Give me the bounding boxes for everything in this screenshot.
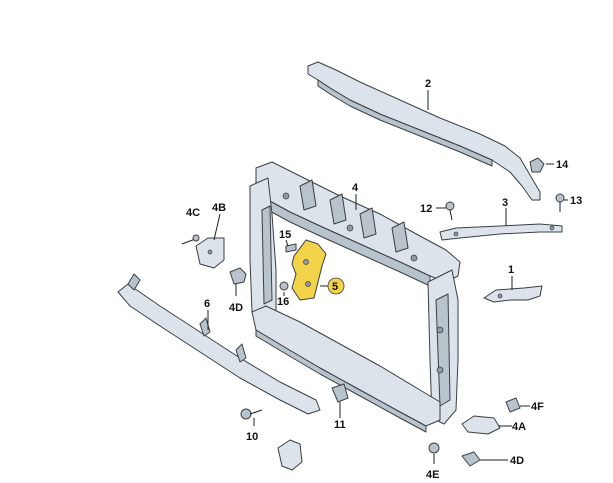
lower-bracket (277, 439, 303, 471)
part-12-bolt (445, 201, 455, 221)
label-4B: 4B (212, 202, 226, 214)
label-4A: 4A (512, 421, 526, 433)
part-14-nut (529, 157, 545, 173)
label-3: 3 (502, 197, 508, 209)
part-4B-bracket (195, 237, 225, 269)
label-4D-right: 4D (510, 455, 524, 467)
part-4A-bracket (461, 415, 501, 435)
label-10: 10 (246, 431, 258, 443)
label-4C: 4C (186, 207, 200, 219)
part-4D-clip-right (461, 451, 481, 467)
part-4D-clip-left (229, 267, 247, 285)
part-11-clip (331, 383, 349, 403)
label-14: 14 (556, 159, 569, 171)
label-4F: 4F (531, 401, 544, 413)
part-13-bolt (555, 193, 565, 212)
part-5-bracket-highlighted (291, 239, 327, 301)
part-15-screw (285, 243, 297, 253)
part-10-bolt (240, 408, 263, 420)
part-4E-bolt (428, 442, 440, 454)
part-6-lower-bar (117, 273, 321, 415)
label-12: 12 (420, 203, 432, 215)
part-2-upper-crossmember (307, 61, 541, 201)
label-1: 1 (508, 264, 514, 276)
label-4: 4 (352, 182, 359, 194)
part-16-nut (279, 281, 289, 291)
callout-5-marker (327, 277, 345, 295)
label-4D-left: 4D (229, 302, 243, 314)
part-4C-screw (181, 234, 200, 245)
part-1-bracket (483, 285, 543, 303)
label-15: 15 (279, 229, 291, 241)
part-4F-clip (505, 397, 521, 413)
label-4E: 4E (426, 469, 439, 481)
label-13: 13 (570, 195, 582, 207)
label-5: 5 (332, 281, 338, 293)
label-6: 6 (204, 298, 210, 310)
part-labels: 2 4 3 1 6 5 15 16 4B 4C 4D 10 11 14 12 1… (186, 78, 582, 481)
part-3-strut (439, 223, 563, 241)
label-11: 11 (334, 419, 346, 431)
part-4-lock-carrier-frame (249, 161, 461, 433)
label-16: 16 (277, 296, 289, 308)
leader-lines (207, 90, 568, 464)
label-2: 2 (425, 78, 431, 90)
